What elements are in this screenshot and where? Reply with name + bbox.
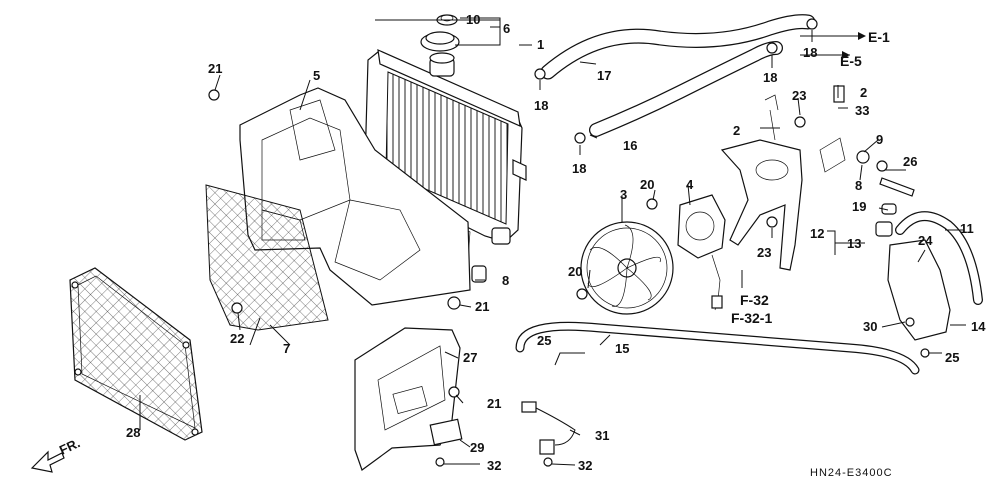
diagram-code: HN24-E3400C — [810, 467, 893, 479]
callout-7: 6 — [503, 21, 510, 36]
ref-e1: E-1 — [868, 29, 890, 45]
lower-hose — [589, 41, 783, 137]
callout-4: 4 — [686, 177, 694, 192]
callout-30: 31 — [595, 428, 609, 443]
callout-22: 22 — [230, 331, 244, 346]
callout-numbers: 10 6 1 21 5 17 18 18 18 18 16 2 2 33 23 … — [126, 12, 986, 473]
callout-23-b: 23 — [757, 245, 771, 260]
callout-12: 12 — [810, 226, 824, 241]
callout-21-mid: 21 — [475, 299, 489, 314]
callout-14: 14 — [971, 319, 986, 334]
ref-f32: F-32 — [740, 292, 769, 308]
callout-15: 15 — [615, 341, 629, 356]
callout-33: 33 — [855, 103, 869, 118]
callout-25-a: 25 — [945, 350, 959, 365]
callout-26: 26 — [903, 154, 917, 169]
thermo-switch-harness — [429, 401, 576, 455]
callout-10: 10 — [466, 12, 480, 27]
callout-20-a: 20 — [640, 177, 654, 192]
callout-32-a: 32 — [487, 458, 501, 473]
cooling-fan — [580, 221, 674, 315]
callout-8-b: 8 — [502, 273, 509, 288]
callout-8-a: 8 — [855, 178, 862, 193]
callout-16: 17 — [597, 68, 611, 83]
callout-17: 16 — [623, 138, 637, 153]
rear-grille — [205, 184, 329, 331]
callout-18-c: 18 — [803, 45, 817, 60]
reserve-tank — [875, 203, 983, 341]
callout-2-b: 2 — [860, 85, 867, 100]
front-arrow: FR. — [30, 435, 82, 473]
callout-18-d: 18 — [572, 161, 586, 176]
callout-13: 13 — [847, 236, 861, 251]
fan-motor — [677, 194, 726, 311]
callout-23-a: 23 — [792, 88, 806, 103]
callout-21-low: 21 — [487, 396, 501, 411]
fan-bracket — [720, 94, 846, 271]
front-grille — [69, 267, 203, 441]
callout-18-b: 18 — [763, 70, 777, 85]
callout-2-a: 2 — [733, 123, 740, 138]
callout-21-top: 21 — [208, 61, 222, 76]
ref-e5: E-5 — [840, 53, 862, 69]
callout-3: 3 — [620, 187, 627, 202]
callout-11: 11 — [960, 221, 974, 236]
callout-20-b: 20 — [568, 264, 582, 279]
callout-27: 27 — [463, 350, 477, 365]
overflow-tube — [515, 321, 920, 375]
callout-29: 29 — [470, 440, 484, 455]
callout-24: 24 — [918, 233, 933, 248]
callout-1: 1 — [537, 37, 544, 52]
lower-guard-plate — [354, 327, 461, 471]
upper-hose — [540, 14, 816, 80]
small-fasteners — [208, 18, 930, 467]
callout-25-b: 25 — [537, 333, 551, 348]
callout-32-b: 32 — [578, 458, 592, 473]
callout-5: 5 — [313, 68, 320, 83]
radiator-cap — [420, 14, 460, 52]
callout-31: 30 — [863, 319, 877, 334]
reference-labels: E-1 E-5 F-32 F-32-1 — [731, 29, 890, 326]
leader-lines — [139, 17, 966, 466]
ref-f32-1: F-32-1 — [731, 310, 772, 326]
callout-9: 9 — [876, 132, 883, 147]
callout-18-a: 18 — [534, 98, 548, 113]
callout-28: 28 — [126, 425, 140, 440]
front-arrow-label: FR. — [57, 435, 82, 457]
callout-19: 19 — [852, 199, 866, 214]
callout-6: 7 — [283, 341, 290, 356]
